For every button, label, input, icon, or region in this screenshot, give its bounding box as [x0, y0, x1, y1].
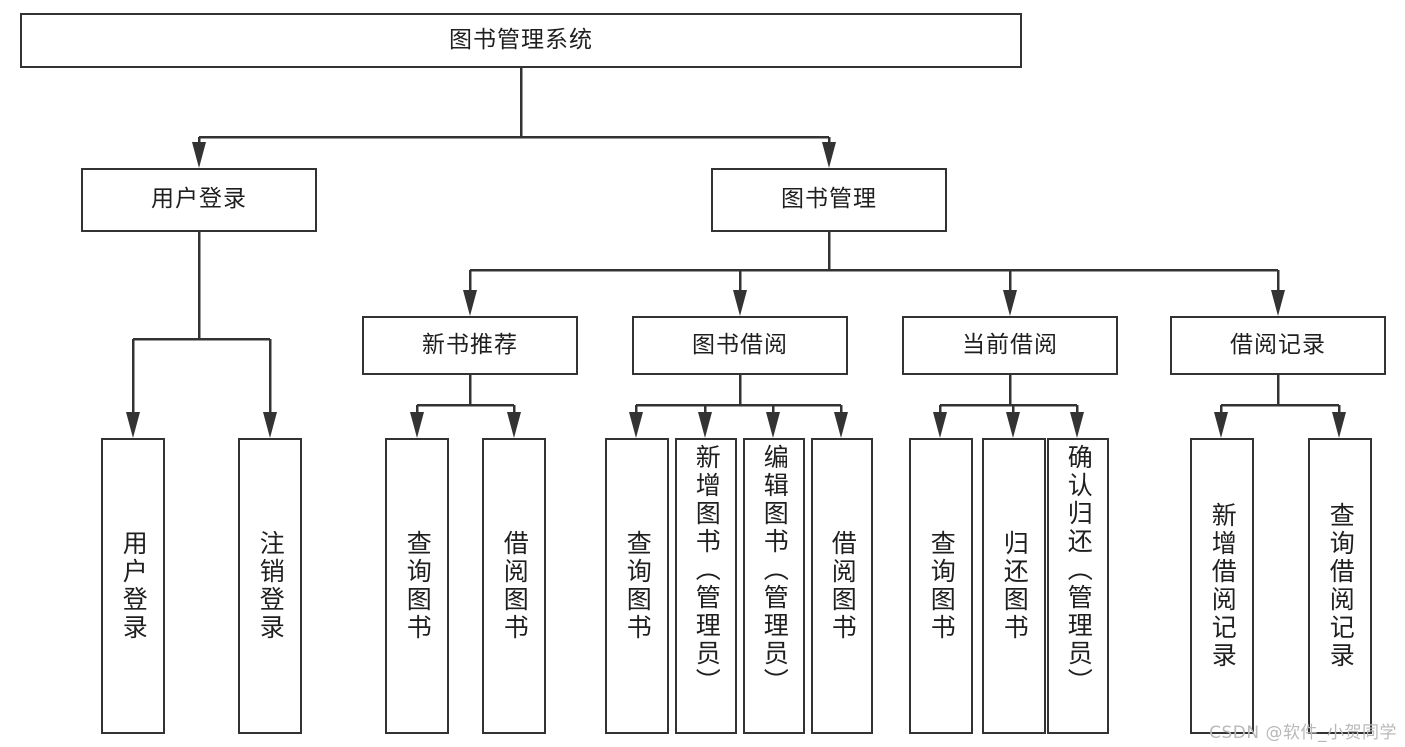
node-leaf-add-book[interactable]: 新增图书（管理员）	[675, 438, 737, 734]
node-leaf-return-book[interactable]: 归还图书	[982, 438, 1046, 734]
node-leaf-query-book-1[interactable]: 查询图书	[385, 438, 449, 734]
node-leaf-add-book-label: 新增图书（管理员）	[692, 444, 722, 696]
node-leaf-confirm-return-label: 确认归还（管理员）	[1064, 444, 1094, 696]
node-leaf-return-book-label: 归还图书	[1000, 530, 1030, 642]
node-leaf-borrow-book-2[interactable]: 借阅图书	[811, 438, 873, 734]
node-book-borrow[interactable]: 图书借阅	[632, 316, 848, 375]
node-new-book-recommend-label: 新书推荐	[422, 331, 518, 358]
node-leaf-query-book-3-label: 查询图书	[927, 530, 957, 642]
node-book-manage-label: 图书管理	[781, 186, 877, 213]
node-leaf-logout[interactable]: 注销登录	[238, 438, 302, 734]
node-leaf-edit-book-label: 编辑图书（管理员）	[760, 444, 790, 696]
node-current-borrow-label: 当前借阅	[962, 331, 1058, 358]
watermark: CSDN @软件_小贺同学	[1209, 723, 1397, 743]
node-leaf-user-login[interactable]: 用户登录	[101, 438, 165, 734]
node-book-manage[interactable]: 图书管理	[711, 168, 947, 232]
node-root[interactable]: 图书管理系统	[20, 13, 1022, 68]
node-leaf-borrow-book-1[interactable]: 借阅图书	[482, 438, 546, 734]
node-leaf-query-record[interactable]: 查询借阅记录	[1308, 438, 1372, 734]
node-leaf-query-book-3[interactable]: 查询图书	[909, 438, 973, 734]
node-leaf-logout-label: 注销登录	[256, 530, 286, 642]
node-new-book-recommend[interactable]: 新书推荐	[362, 316, 578, 375]
node-book-borrow-label: 图书借阅	[692, 331, 788, 358]
node-user-login-label: 用户登录	[151, 186, 247, 213]
node-leaf-query-book-1-label: 查询图书	[403, 530, 433, 642]
node-leaf-user-login-label: 用户登录	[119, 530, 149, 642]
node-borrow-record[interactable]: 借阅记录	[1170, 316, 1386, 375]
node-current-borrow[interactable]: 当前借阅	[902, 316, 1118, 375]
node-leaf-query-book-2-label: 查询图书	[623, 530, 653, 642]
node-leaf-query-record-label: 查询借阅记录	[1326, 502, 1356, 670]
node-leaf-borrow-book-2-label: 借阅图书	[828, 530, 858, 642]
node-leaf-edit-book[interactable]: 编辑图书（管理员）	[743, 438, 805, 734]
node-leaf-add-record-label: 新增借阅记录	[1208, 502, 1238, 670]
node-leaf-borrow-book-1-label: 借阅图书	[500, 530, 530, 642]
node-leaf-query-book-2[interactable]: 查询图书	[605, 438, 669, 734]
node-leaf-confirm-return[interactable]: 确认归还（管理员）	[1047, 438, 1109, 734]
node-root-label: 图书管理系统	[449, 26, 593, 53]
node-user-login[interactable]: 用户登录	[81, 168, 317, 232]
node-leaf-add-record[interactable]: 新增借阅记录	[1190, 438, 1254, 734]
node-borrow-record-label: 借阅记录	[1230, 331, 1326, 358]
